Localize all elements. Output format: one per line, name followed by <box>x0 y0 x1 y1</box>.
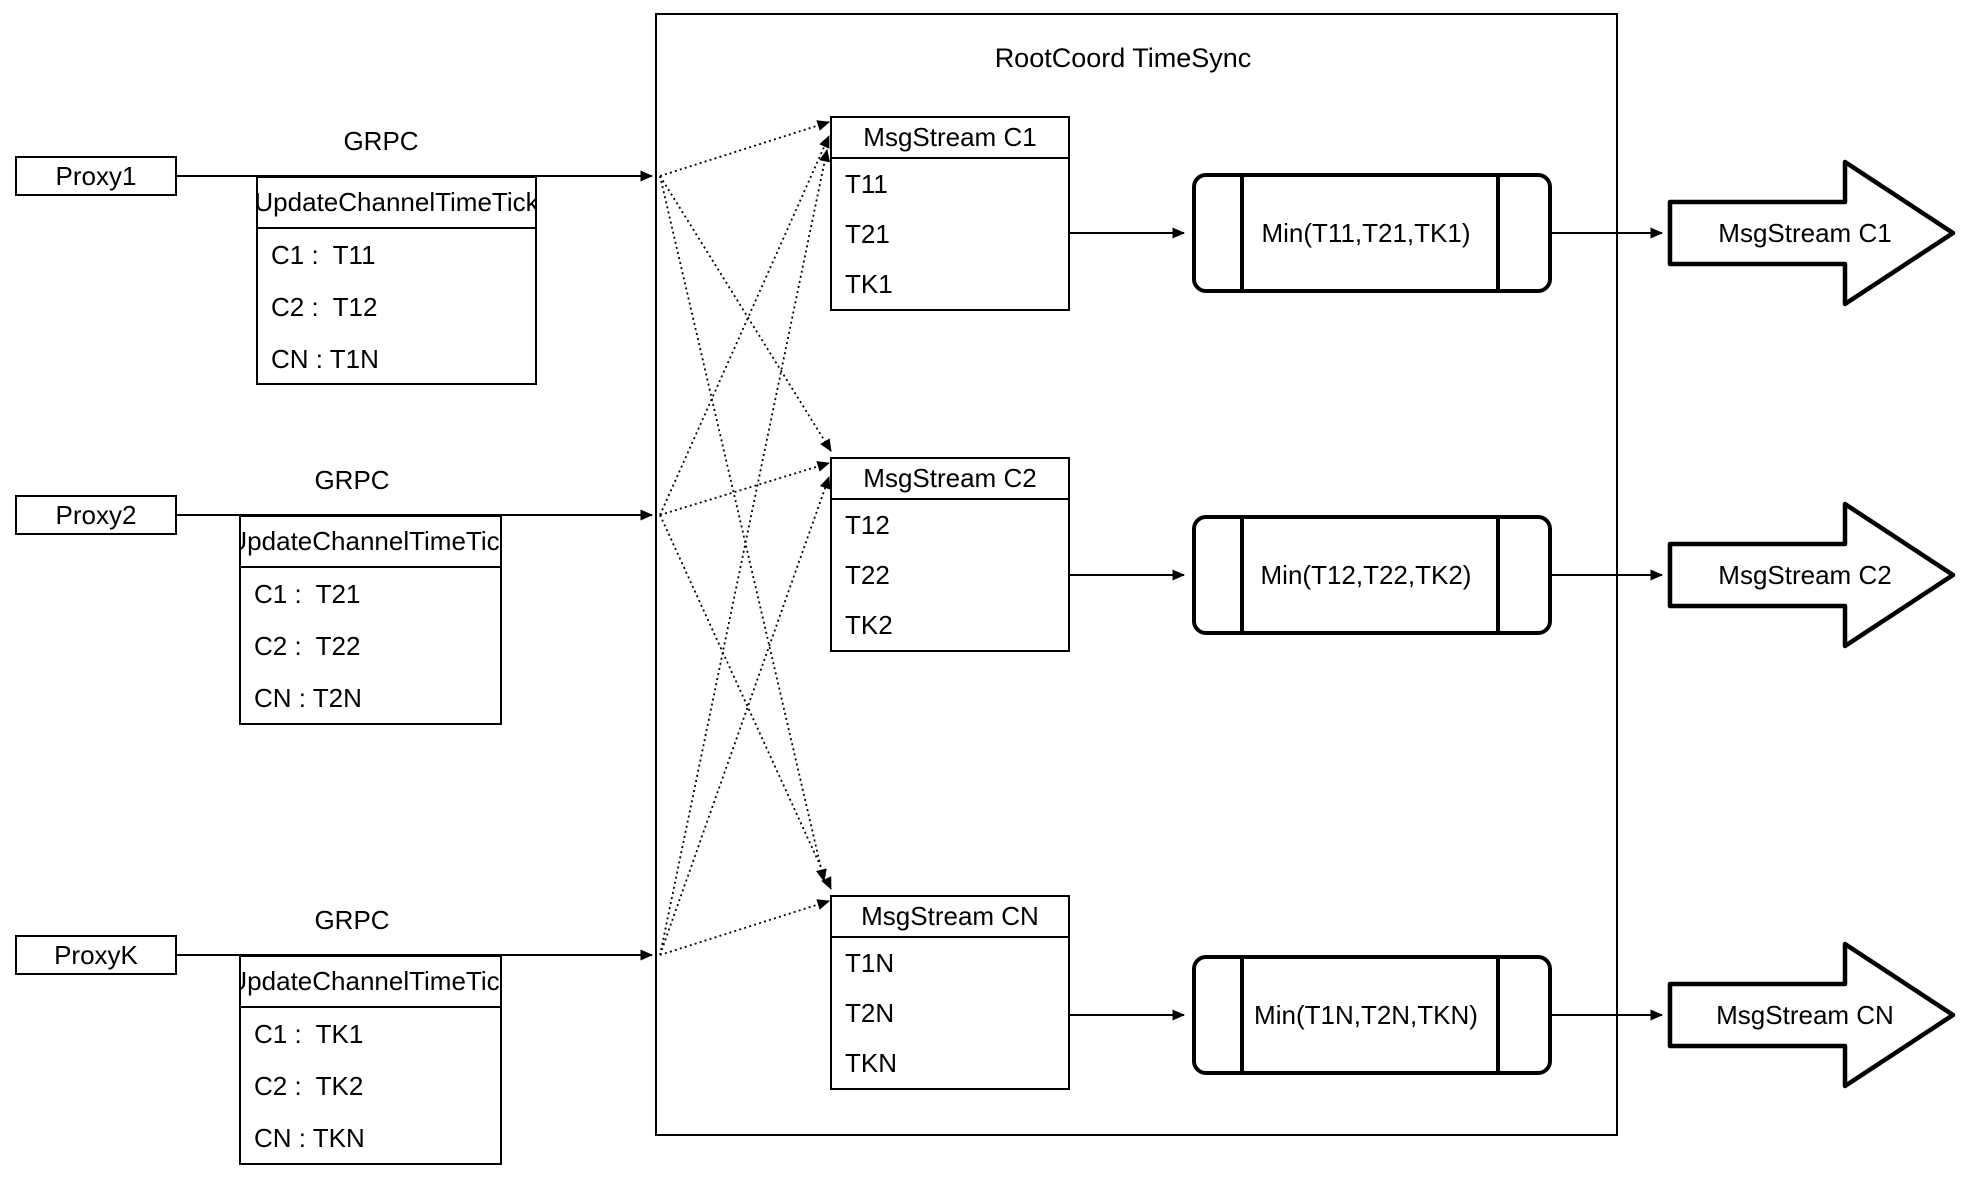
c2-tick-t22: T22 <box>845 559 890 590</box>
msgstream-cn-output-label: MsgStream CN <box>1716 1000 1894 1030</box>
c2-tick-tk2: TK2 <box>845 609 893 640</box>
proxyk-timetick-header: UpdateChannelTimeTick <box>241 957 500 1008</box>
cn-min-left-divider <box>1240 959 1244 1071</box>
msgstream-c1-buffer-header: MsgStream C1 <box>832 118 1068 159</box>
c1-tick-t21: T21 <box>845 218 890 249</box>
msgstream-c2-arrow-shape <box>1667 501 1956 649</box>
proxyk-grpc-label: GRPC <box>314 905 390 935</box>
c2-min-right-divider <box>1496 519 1500 631</box>
proxy1-timetick-header: UpdateChannelTimeTick <box>258 178 535 229</box>
proxy2-grpc-label: GRPC <box>314 465 390 495</box>
proxy2-to-c2-line <box>659 461 830 516</box>
cn-min-right-divider <box>1496 959 1500 1071</box>
proxyk-tick-row-c1: C1 : TK1 <box>254 1018 364 1049</box>
buffer-to-min-lines <box>1070 227 1185 1021</box>
c2-min-label: Min(T12,T22,TK2) <box>1260 559 1472 590</box>
msgstream-c2-buffer-table: MsgStream C2 T12 T22 TK2 <box>830 457 1070 652</box>
c1-min-label: Min(T11,T21,TK1) <box>1261 217 1471 248</box>
proxyk-timetick-table: UpdateChannelTimeTick C1 : TK1 C2 : TK2 … <box>239 955 502 1165</box>
proxyk-to-cn-line <box>659 899 830 956</box>
msgstream-cn-arrow-shape <box>1667 941 1956 1089</box>
proxy2-label: Proxy2 <box>55 499 137 530</box>
cn-tick-t1n: T1N <box>845 947 895 978</box>
msgstream-cn-buffer-table: MsgStream CN T1N T2N TKN <box>830 895 1070 1090</box>
proxy1-box: Proxy1 <box>15 156 177 196</box>
c1-tick-tk1: TK1 <box>845 268 893 299</box>
msgstream-cn-buffer-header: MsgStream CN <box>832 897 1068 938</box>
proxy1-label: Proxy1 <box>55 160 137 191</box>
cn-tick-tkn: TKN <box>845 1047 897 1078</box>
proxy2-tick-row-cn: CN : T2N <box>254 682 362 713</box>
proxy2-to-c1-line <box>659 135 830 516</box>
proxy1-tick-row-c1: C1 : T11 <box>271 239 376 270</box>
c2-min-reducer-box: Min(T12,T22,TK2) <box>1192 515 1552 635</box>
proxy1-grpc-label: GRPC <box>343 126 419 156</box>
c1-min-right-divider <box>1496 177 1500 289</box>
proxyk-to-c2-line <box>659 476 831 956</box>
min-to-output-lines <box>1552 227 1663 1021</box>
proxy1-tick-row-c2: C2 : T12 <box>271 291 378 322</box>
proxy1-to-c1-line <box>659 120 830 177</box>
cn-min-label: Min(T1N,T2N,TKN) <box>1254 999 1478 1030</box>
proxy2-tick-row-c1: C1 : T21 <box>254 578 361 609</box>
proxy2-box: Proxy2 <box>15 495 177 535</box>
proxy2-to-cn-line <box>659 514 832 890</box>
cn-min-reducer-box: Min(T1N,T2N,TKN) <box>1192 955 1552 1075</box>
c2-tick-t12: T12 <box>845 509 890 540</box>
proxy2-timetick-table: UpdateChannelTimeTick C1 : T21 C2 : T22 … <box>239 515 502 725</box>
msgstream-c1-buffer-table: MsgStream C1 T11 T21 TK1 <box>830 116 1070 311</box>
proxy1-timetick-table: UpdateChannelTimeTick C1 : T11 C2 : T12 … <box>256 176 537 385</box>
proxyk-tick-row-c2: C2 : TK2 <box>254 1070 364 1101</box>
proxyk-to-c1-line <box>659 149 831 956</box>
proxyk-label: ProxyK <box>54 939 138 970</box>
msgstream-c1-arrow-shape <box>1667 159 1956 307</box>
timetick-fanout-lines <box>659 120 832 956</box>
proxy1-to-cn-line <box>659 175 827 882</box>
proxy2-tick-row-c2: C2 : T22 <box>254 630 361 661</box>
c1-min-reducer-box: Min(T11,T21,TK1) <box>1192 173 1552 293</box>
c2-min-left-divider <box>1240 519 1244 631</box>
proxy1-to-c2-line <box>659 175 832 452</box>
msgstream-c2-output-label: MsgStream C2 <box>1718 560 1892 590</box>
proxy1-tick-row-cn: CN : T1N <box>271 343 379 374</box>
msgstream-c1-output-label: MsgStream C1 <box>1718 218 1892 248</box>
proxyk-box: ProxyK <box>15 935 177 975</box>
msgstream-c2-buffer-header: MsgStream C2 <box>832 459 1068 500</box>
c1-min-left-divider <box>1240 177 1244 289</box>
rootcoord-timesync-title: RootCoord TimeSync <box>994 43 1252 73</box>
c1-tick-t11: T11 <box>845 168 888 199</box>
output-stream-arrows <box>1667 159 1956 1089</box>
proxy2-timetick-header: UpdateChannelTimeTick <box>241 517 500 568</box>
cn-tick-t2n: T2N <box>845 997 895 1028</box>
proxyk-tick-row-cn: CN : TKN <box>254 1122 365 1153</box>
